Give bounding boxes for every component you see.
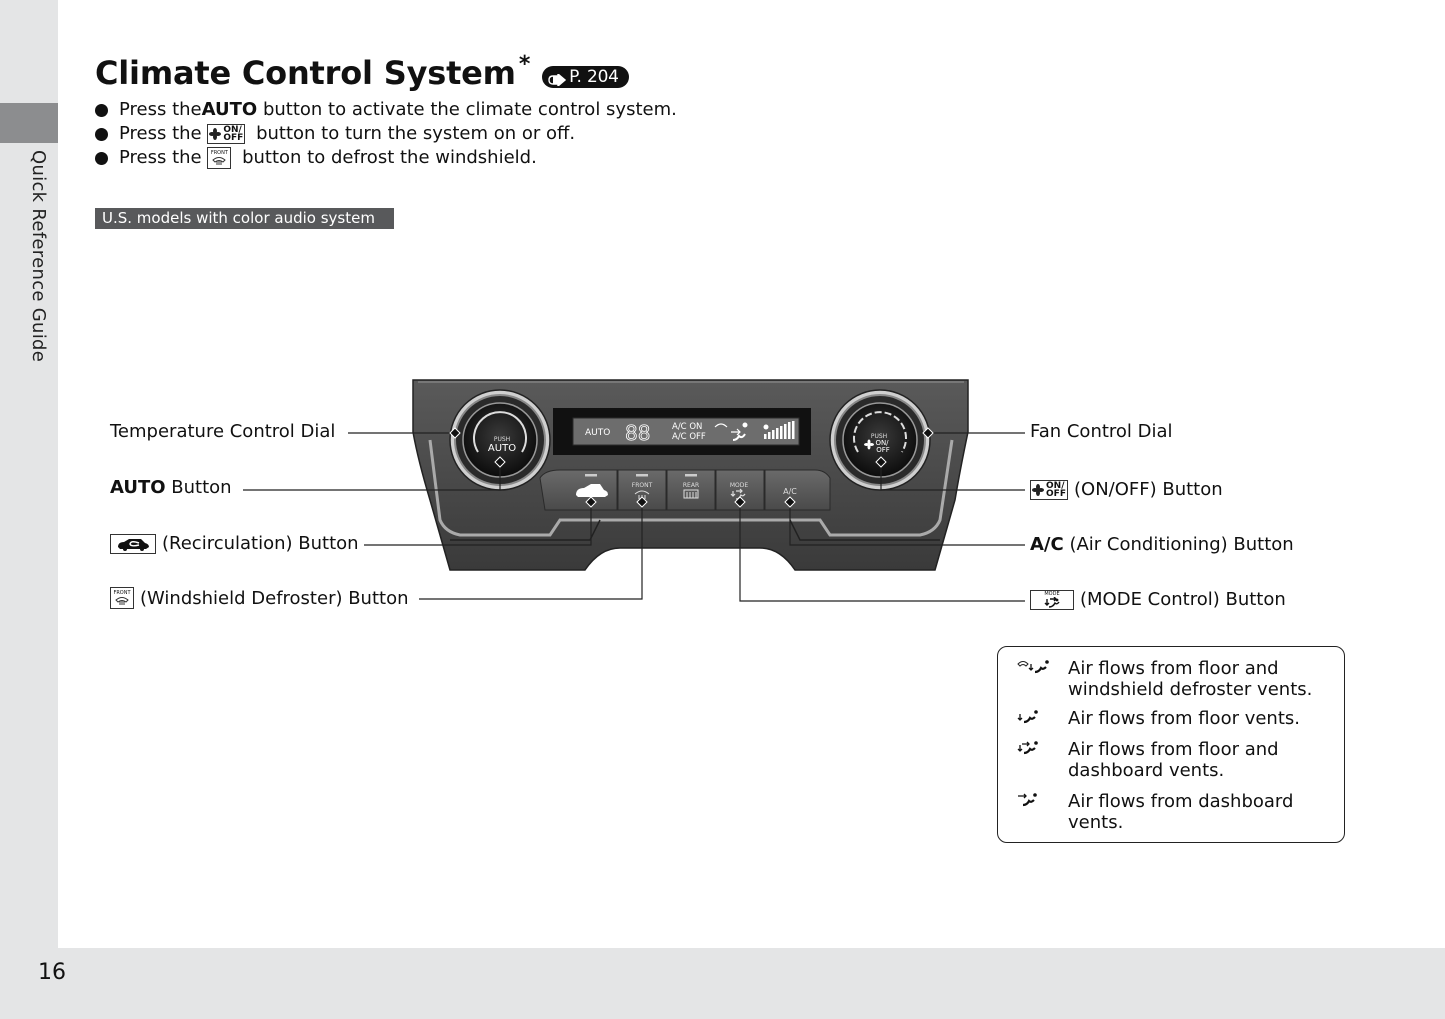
callout-auto-button: AUTO Button	[110, 477, 232, 498]
instruction-item: Press the ON/OFF button to turn the syst…	[95, 122, 677, 146]
leader-lines	[243, 432, 1025, 602]
bullet-icon	[95, 127, 108, 141]
svg-text:PUSH: PUSH	[871, 433, 887, 440]
svg-text:FRONT: FRONT	[632, 482, 653, 489]
fan-on-off-icon: ON/OFF	[1030, 479, 1068, 500]
page-title: Climate Control System * P. 204	[95, 52, 629, 92]
lcd-display: AUTO 88 A/C ON A/C OFF	[572, 417, 800, 446]
floor-defroster-mode-icon	[998, 658, 1068, 700]
title-text: Climate Control System	[95, 54, 516, 92]
mode-airflow-icon	[730, 488, 746, 500]
rear-defroster-icon	[683, 489, 699, 499]
display-auto-indicator: AUTO	[585, 428, 610, 438]
display-airflow-mode-icon	[714, 422, 748, 441]
instruction-item: Press the AUTO button to activate the cl…	[95, 98, 677, 122]
fan-on-off-icon: ON/OFF	[207, 124, 246, 144]
fan-icon	[864, 439, 874, 450]
bullet-icon	[95, 151, 108, 165]
svg-text:MODE: MODE	[730, 482, 749, 489]
on-off-button[interactable]: PUSH ON/ OFF	[864, 433, 890, 454]
arrow-right-icon	[548, 71, 567, 88]
svg-text:REAR: REAR	[683, 482, 699, 489]
recirculation-button[interactable]	[539, 469, 618, 511]
bullet-icon	[95, 103, 108, 117]
fan-control-dial[interactable]	[829, 389, 931, 491]
display-ac-on: A/C ON	[672, 422, 702, 432]
svg-text:PUSH: PUSH	[494, 436, 510, 443]
instruction-item: Press the FRONT button to defrost the wi…	[95, 146, 677, 170]
svg-text:ON/: ON/	[875, 439, 889, 447]
title-marker: *	[518, 52, 531, 77]
callout-ac-button: A/C (Air Conditioning) Button	[1030, 534, 1294, 555]
section-tab-marker	[0, 103, 58, 143]
front-defroster-icon	[634, 490, 650, 499]
svg-text:A/C: A/C	[783, 487, 797, 496]
display-fan-level-icon	[763, 421, 795, 439]
auto-button[interactable]: PUSH AUTO	[488, 436, 516, 454]
page-number: 16	[38, 960, 66, 985]
legend-item: Air flows from floor vents.	[998, 708, 1328, 731]
floor-mode-icon	[998, 708, 1068, 731]
instruction-list: Press the AUTO button to activate the cl…	[95, 98, 677, 170]
callout-temperature-dial: Temperature Control Dial	[110, 421, 336, 442]
rear-defroster-button[interactable]: REAR	[666, 469, 716, 511]
callout-fan-dial: Fan Control Dial	[1030, 421, 1173, 442]
floor-dashboard-mode-icon	[998, 739, 1068, 781]
display-ac-off: A/C OFF	[672, 432, 706, 442]
recirculation-icon	[576, 484, 608, 497]
leader-markers	[449, 427, 934, 508]
callout-windshield-defroster-button: FRONT (Windshield Defroster) Button	[110, 587, 409, 609]
svg-text:AUTO: AUTO	[488, 443, 516, 454]
recirculation-icon	[110, 533, 156, 554]
display-temperature: 88	[625, 421, 650, 445]
callout-recirculation-button: (Recirculation) Button	[110, 533, 359, 554]
mode-icon: MODE	[1030, 589, 1074, 610]
dashboard-mode-icon	[998, 791, 1068, 833]
front-defroster-icon: FRONT	[207, 147, 232, 169]
model-variant-tag: U.S. models with color audio system	[95, 208, 394, 229]
svg-text:OFF: OFF	[876, 446, 890, 454]
temperature-control-dial[interactable]	[449, 389, 551, 491]
section-label: Quick Reference Guide	[28, 150, 49, 363]
front-defroster-icon: FRONT	[110, 587, 134, 609]
callout-mode-button: MODE (MODE Control) Button	[1030, 589, 1286, 610]
callout-on-off-button: ON/OFF (ON/OFF) Button	[1030, 479, 1223, 500]
mode-button[interactable]: MODE	[715, 469, 765, 511]
page-reference-link[interactable]: P. 204	[542, 66, 629, 88]
ac-button[interactable]: A/C	[764, 469, 831, 511]
page-reference-text: P. 204	[569, 67, 619, 87]
